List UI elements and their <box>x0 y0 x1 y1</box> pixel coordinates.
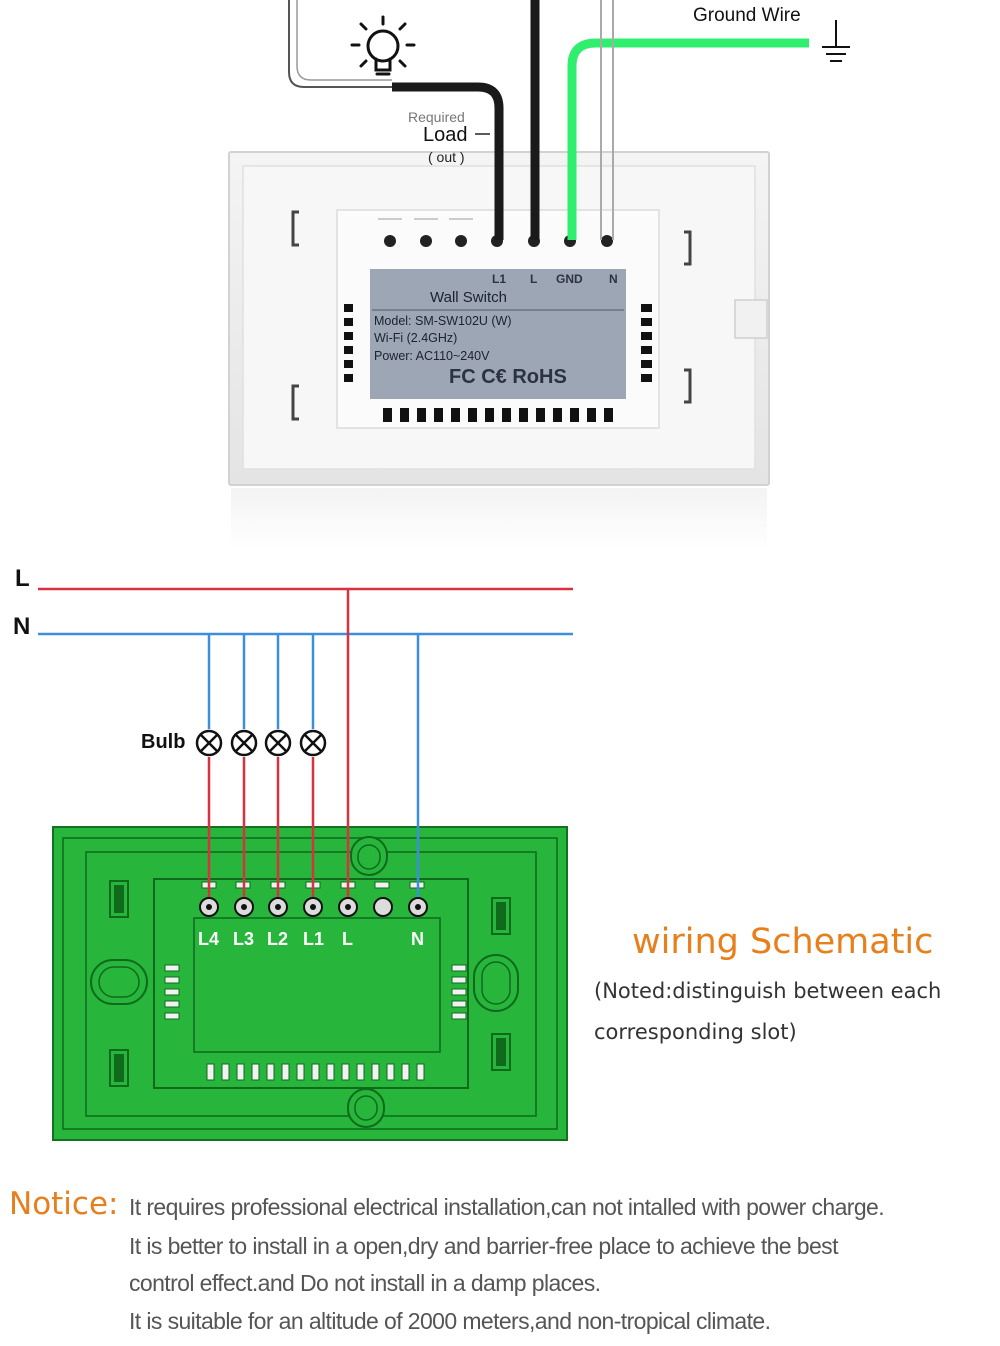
schematic-note-line-1: (Noted:distinguish between each <box>594 979 942 1003</box>
product-label-panel <box>370 269 626 399</box>
notice-label: Notice: <box>9 1186 119 1222</box>
neutral-bus-label: N <box>13 613 31 640</box>
label-certifications: FC C€ RoHS <box>449 366 567 388</box>
bulb-symbol-icon <box>230 729 258 757</box>
ground-wire-label: Ground Wire <box>693 5 801 26</box>
label-title: Wall Switch <box>430 289 507 306</box>
load-wire <box>392 82 504 240</box>
live-bus-label: L <box>15 565 30 592</box>
schematic-label-l2: L2 <box>267 929 288 949</box>
load-required-label: Required <box>408 109 465 125</box>
schematic-label-l3: L3 <box>233 929 254 949</box>
ground-wire <box>567 38 809 240</box>
terminal-label-l1: L1 <box>492 272 506 286</box>
label-power: Power: AC110~240V <box>374 349 490 363</box>
schematic-label-l: L <box>342 929 353 949</box>
terminal-label-l: L <box>530 272 537 286</box>
bulb-symbol-icon <box>264 729 292 757</box>
schematic-label-n: N <box>411 929 424 949</box>
terminal-label-gnd: GND <box>556 272 583 286</box>
notice-line-3: control effect.and Do not install in a d… <box>129 1270 601 1296</box>
notice-line-4: It is suitable for an altitude of 2000 m… <box>129 1308 771 1334</box>
wall-switch-rear-view: L1 L GND N Wall Switch Model: SM-SW102U … <box>228 0 850 550</box>
schematic-label-l1: L1 <box>303 929 324 949</box>
wiring-schematic: L4 L3 L2 L1 L N <box>38 587 573 1141</box>
thin-wire-to-lamp <box>288 0 392 88</box>
load-out-label: ( out ) <box>428 149 465 165</box>
bulb-symbol-icon <box>299 729 327 757</box>
label-model: Model: SM-SW102U (W) <box>374 314 512 328</box>
notice-line-2: It is better to install in a open,dry an… <box>129 1233 838 1259</box>
ground-symbol-icon <box>822 20 850 62</box>
bulb-label: Bulb <box>141 731 186 753</box>
light-bulb-icon <box>350 15 416 76</box>
schematic-title: wiring Schematic <box>632 922 934 962</box>
load-label: Load <box>423 124 468 146</box>
schematic-label-l4: L4 <box>198 929 219 949</box>
terminal-label-n: N <box>609 272 618 286</box>
bulb-symbol-icon <box>195 729 223 757</box>
label-wifi: Wi-Fi (2.4GHz) <box>374 331 457 345</box>
notice-line-1: It requires professional electrical inst… <box>129 1194 885 1220</box>
schematic-note-line-2: corresponding slot) <box>594 1020 797 1044</box>
